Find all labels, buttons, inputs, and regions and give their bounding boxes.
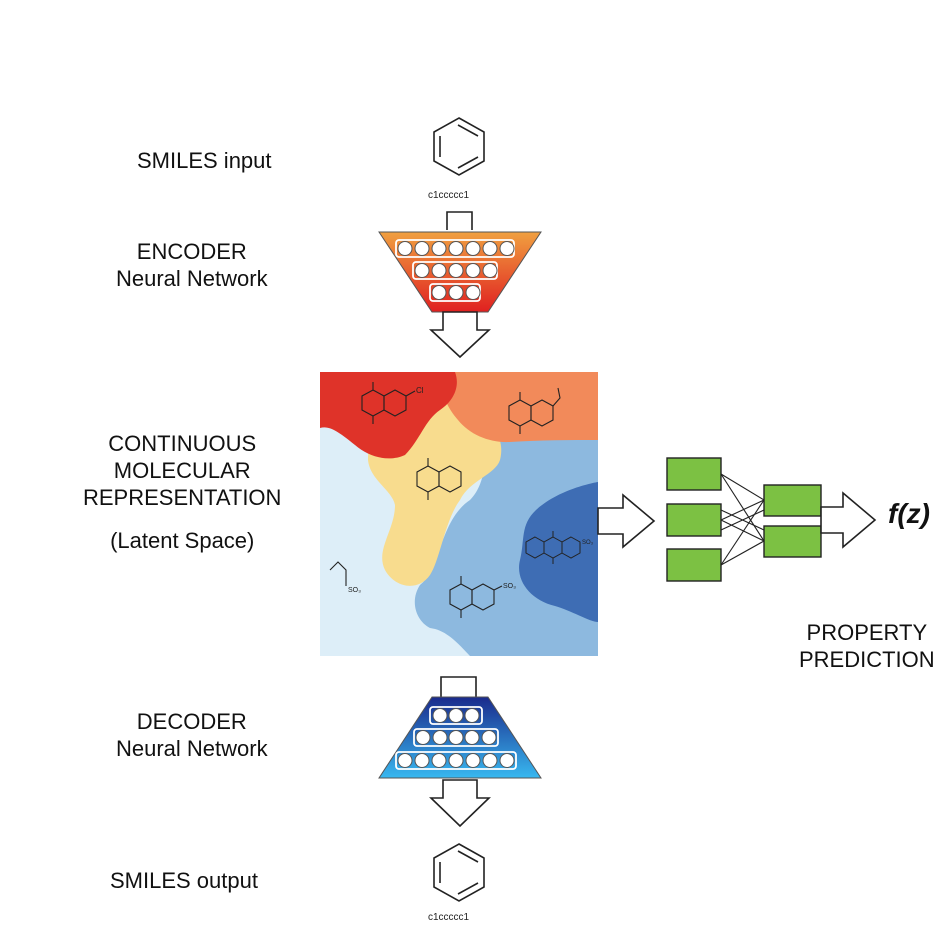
- latent-region-red: [320, 372, 457, 459]
- latent-space-map: Cl SO₃ SO₃ SO₃: [320, 372, 598, 656]
- input-smiles-text: c1ccccc1: [428, 190, 470, 201]
- decoder-down-arrow: [429, 779, 491, 828]
- property-predictor-network: [666, 457, 822, 582]
- encoder-label: ENCODER Neural Network: [116, 238, 268, 292]
- latent-molecule-ethyl-naphthoquinone: [508, 387, 561, 434]
- small-sulfonate-label: SO₃: [348, 587, 361, 594]
- encoder-layer3-neurons: [431, 285, 481, 300]
- latent-to-predictor-arrow: [597, 493, 656, 549]
- property-label-line1: PROPERTY: [806, 620, 928, 645]
- predictor-input-node-3: [666, 548, 722, 582]
- decoder-label: DECODER Neural Network: [116, 708, 268, 762]
- encoder-label-line1: ENCODER: [136, 239, 247, 264]
- latent-region-dark-blue: [519, 482, 598, 622]
- predictor-hidden-node-1: [763, 484, 822, 517]
- latent-label-line2: MOLECULAR: [113, 458, 251, 483]
- decoder-layer1-neurons: [432, 708, 480, 723]
- decoder-layer3-neurons: [397, 753, 515, 768]
- latent-molecule-chloro-naphthoquinone: [361, 382, 416, 424]
- latent-label-sub: (Latent Space): [110, 528, 255, 553]
- anthraquinone-sulfonate-label: SO₃: [582, 540, 594, 546]
- predictor-input-node-1: [666, 457, 722, 491]
- encoder-layer2-neurons: [414, 263, 498, 278]
- sulfonate-label: SO₃: [503, 583, 516, 590]
- predictor-hidden-node-2: [763, 525, 822, 558]
- latent-molecule-sulfonate-naphthoquinone: [449, 576, 503, 618]
- encoder-label-line2: Neural Network: [116, 266, 268, 291]
- decoder-network: [378, 696, 542, 779]
- smiles-input-label: SMILES input: [137, 148, 272, 173]
- property-prediction-label: PROPERTY PREDICTION: [799, 619, 935, 673]
- chloro-substituent-label: Cl: [416, 386, 424, 395]
- latent-molecule-anthraquinone-sulfonate: [525, 531, 581, 564]
- property-function-label: f(z): [888, 498, 930, 529]
- latent-label-line3: REPRESENTATION: [83, 485, 282, 510]
- predictor-connections: [720, 473, 765, 566]
- latent-molecule-naphthoquinone: [416, 458, 462, 500]
- decoder-input-connector: [440, 676, 477, 702]
- predictor-output-arrow: [820, 491, 877, 549]
- decoder-label-line1: DECODER: [136, 709, 247, 734]
- input-benzene-molecule: [433, 117, 485, 176]
- smiles-output-label: SMILES output: [110, 868, 258, 893]
- property-label-line2: PREDICTION: [799, 647, 935, 672]
- predictor-input-node-2: [666, 503, 722, 537]
- output-benzene-molecule: [433, 843, 485, 902]
- latent-molecule-small-sulfonate: [329, 561, 347, 586]
- encoder-down-arrow: [428, 311, 492, 359]
- latent-space-label: CONTINUOUS MOLECULAR REPRESENTATION (Lat…: [83, 430, 281, 554]
- output-smiles-text: c1ccccc1: [428, 912, 470, 923]
- decoder-layer2-neurons: [415, 730, 497, 745]
- input-connector: [446, 211, 473, 230]
- decoder-label-line2: Neural Network: [116, 736, 268, 761]
- latent-label-line1: CONTINUOUS: [108, 431, 257, 456]
- encoder-layer1-neurons: [397, 241, 515, 256]
- encoder-network: [378, 231, 542, 313]
